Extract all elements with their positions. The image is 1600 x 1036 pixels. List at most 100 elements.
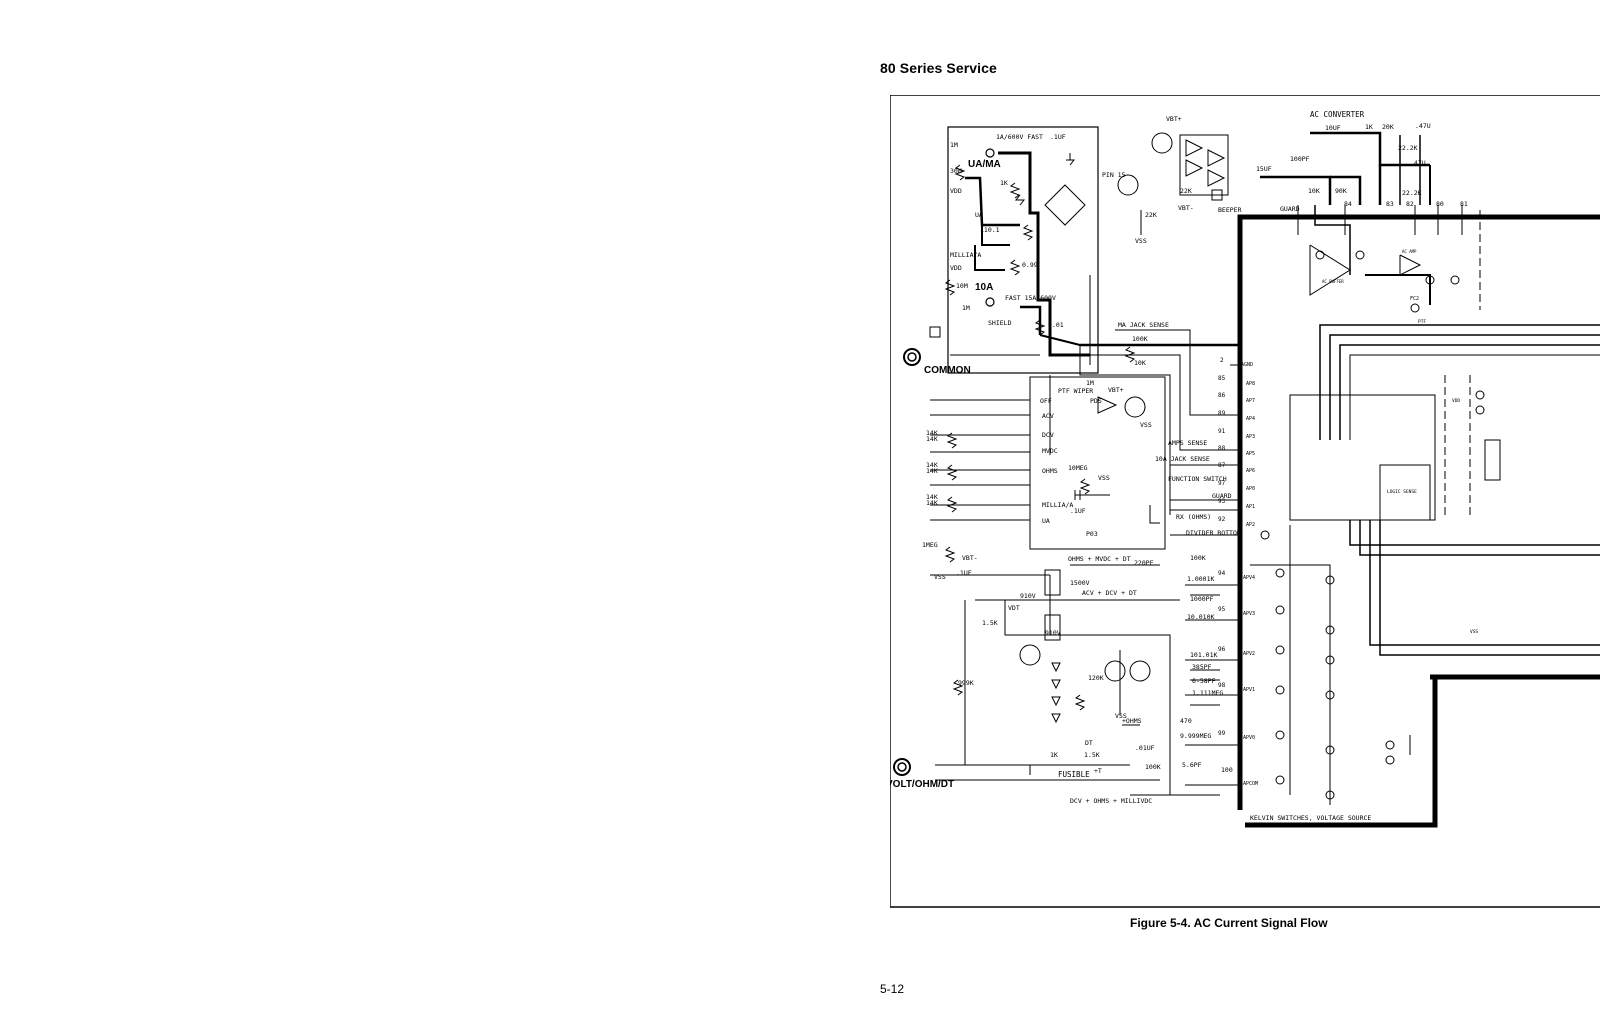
fusible-label: FUSIBLE (1058, 770, 1090, 779)
sense-labels: MA JACK SENSE 100K 10K AMPS SENSE 10A JA… (1118, 321, 1241, 562)
ap4-label: AP4 (1246, 416, 1255, 422)
r1m-label: 1M (950, 141, 958, 149)
figure-border (889, 94, 1600, 908)
r10101k-label: 101.01K (1190, 651, 1217, 659)
ac-amp-label: AC AMP (1402, 249, 1417, 254)
pin-93: 93 (1218, 498, 1226, 505)
c220pf-label: 220PF (1134, 559, 1154, 567)
signal-bus (1039, 214, 1600, 828)
r14k-6-label: 14K (926, 499, 938, 507)
vdd-label: VDD (950, 187, 962, 195)
c01uf-label: .01UF (1135, 744, 1155, 752)
r22k-b-label: 22K (1145, 211, 1157, 219)
pin-96: 96 (1218, 646, 1226, 653)
sense-r10k-label: 10K (1134, 359, 1146, 367)
function-switch-label: FUNCTION SWITCH (1168, 475, 1227, 483)
ac-pin-81: 81 (1460, 200, 1468, 208)
r30m-label: 30M (950, 167, 962, 175)
ap3-label: AP3 (1246, 434, 1255, 440)
kelvin-switches-label: KELVIN SWITCHES, VOLTAGE SOURCE (1250, 814, 1371, 822)
ap0-label: AP0 (1246, 486, 1255, 492)
mvdc-label: MVDC (1042, 447, 1058, 455)
v910-label: 910V (1020, 592, 1036, 600)
sense-r100k-label: 100K (1132, 335, 1148, 343)
pin-91: 91 (1218, 428, 1226, 435)
r1meg-label: 1MEG (922, 541, 938, 549)
pin-98: 98 (1218, 682, 1226, 689)
divider-pins: 2 85 86 89 91 88 87 97 93 92 94 95 96 98… (1218, 357, 1226, 737)
acv-dcv-dt-label: ACV + DCV + DT (1082, 589, 1137, 597)
r1m2-label: 1M (962, 304, 970, 312)
off-label: OFF (1040, 397, 1052, 405)
ac-pin-83: 83 (1386, 200, 1394, 208)
r999k-label: 999K (958, 679, 974, 687)
r10001k-label: 1.0001K (1187, 575, 1214, 583)
volt-r15k-b-label: 1.5K (1084, 751, 1100, 759)
acv-label: ACV (1042, 412, 1054, 420)
logic-sense-label: LOGIC SENSE (1387, 489, 1417, 495)
ua-label: UA (975, 211, 983, 219)
apv1-label: APV1 (1243, 687, 1255, 693)
c10uf-label: 10UF (1325, 124, 1341, 132)
fn-c1uf-label: .1UF (1070, 507, 1086, 515)
amps-sense-label: AMPS SENSE (1168, 439, 1207, 447)
divider-network (1185, 525, 1411, 805)
c100pf-label: 100PF (1290, 155, 1310, 163)
pin-100-label: 100 (1221, 766, 1233, 774)
sense-lines (1079, 275, 1240, 536)
volt-r1k-label: 1K (1050, 751, 1058, 759)
shield-label: SHIELD (988, 319, 1012, 327)
pds-label: PDS (1090, 397, 1102, 405)
r10010k-label: 10.010K (1187, 613, 1214, 621)
figure-caption: Figure 5-4. AC Current Signal Flow (1130, 916, 1328, 930)
beeper-label: BEEPER (1218, 206, 1242, 214)
beeper-vbt-minus: VBT- (1178, 204, 1194, 212)
ap1-label: AP1 (1246, 504, 1255, 510)
divider-r100k-label: 100K (1190, 554, 1206, 562)
common-label: COMMON (924, 365, 971, 376)
c56pf-label: 5.6PF (1182, 761, 1202, 769)
r10meg-label: 10MEG (1068, 464, 1088, 472)
v910b-label: 910V (1045, 629, 1061, 637)
r9999meg-label: 9.999MEG (1180, 732, 1211, 740)
apv0-label: APV0 (1243, 735, 1255, 741)
ac-pin-80: 80 (1436, 200, 1444, 208)
r22k-1-label: 22.2K (1398, 144, 1418, 152)
dcv-label: DCV (1042, 431, 1054, 439)
fn-c1uf-b-label: .1UF (956, 569, 972, 577)
dt-label: DT (1085, 739, 1093, 747)
pin-99: 99 (1218, 730, 1226, 737)
volt-section-labels: OHMS + MVDC + DT 220PF 1500V 910V VDT 1.… (886, 555, 1233, 805)
function-block (930, 375, 1166, 576)
logic-labels: LOGIC SENSE KELVIN SWITCHES, VOLTAGE SOU… (1250, 319, 1478, 822)
volt-vss-label: VSS (1115, 712, 1127, 720)
apcom-label: APCOM (1243, 781, 1258, 787)
c385pf-label: 385PF (1192, 663, 1212, 671)
r22k-a-label: 22K (1180, 187, 1192, 195)
ac-buffer-label: AC BUFFER (1322, 279, 1344, 284)
r20k-label: 20K (1382, 123, 1394, 131)
fn-vss2-label: VSS (1098, 474, 1110, 482)
ua-ma-label: UA/MA (968, 159, 1001, 170)
r099-label: 0.99 (1022, 261, 1038, 269)
c47u-2-label: .47U (1410, 159, 1426, 167)
c47u-label: .47U (1415, 122, 1431, 130)
ma-jack-sense-label: MA JACK SENSE (1118, 321, 1169, 329)
volt-r15k-label: 1.5K (982, 619, 998, 627)
ac-pin-82: 82 (1406, 200, 1414, 208)
ohms-mvdc-dt-label: OHMS + MVDC + DT (1068, 555, 1131, 563)
r14k-3-label: 14K (926, 461, 938, 469)
ptf-label: PTF (1418, 319, 1426, 325)
pin-97: 97 (1218, 480, 1226, 487)
pin15-label: PIN 15 (1102, 171, 1126, 179)
fc-label: FC2 (1410, 296, 1419, 302)
vdd2-label: VDD (950, 264, 962, 272)
r470-label: 470 (1180, 717, 1192, 725)
pin-92: 92 (1218, 516, 1226, 523)
beeper-vbt-plus: VBT+ (1166, 115, 1182, 123)
pin-89: 89 (1218, 410, 1226, 417)
ten-a-label: 10A (975, 282, 993, 293)
apv3-label: APV3 (1243, 611, 1255, 617)
ac-guard-label: GUARD (1280, 205, 1300, 213)
r001-label: 0.01 (1048, 321, 1064, 329)
